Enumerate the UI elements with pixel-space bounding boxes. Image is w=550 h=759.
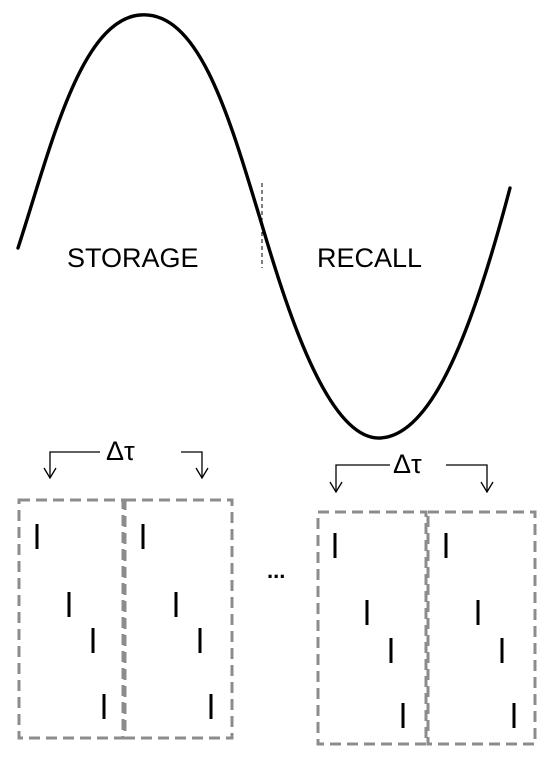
window-group-left (17, 498, 234, 740)
bracket-arrowhead-left (329, 481, 343, 494)
bracket-arrowhead-right (195, 467, 209, 480)
delta-tau-left: Δτ (106, 436, 135, 466)
bracket-line-left (335, 464, 390, 492)
time-window-box (17, 498, 125, 740)
oscillation-wave (16, 13, 512, 440)
ellipsis: ... (267, 558, 285, 583)
bracket-line-left (49, 451, 100, 478)
time-window-box (123, 498, 234, 740)
recall-label: RECALL (317, 243, 422, 273)
bracket-arrowhead-right (480, 481, 494, 494)
time-window-box (426, 510, 537, 746)
bracket-line-right (446, 464, 488, 492)
bracket-line-right (181, 451, 203, 478)
time-window-box (316, 510, 428, 746)
bracket-arrowhead-left (43, 467, 57, 480)
delta-bracket-right (329, 464, 494, 494)
storage-label: STORAGE (67, 243, 199, 273)
delta-bracket-left (43, 451, 209, 480)
window-group-right (316, 510, 537, 746)
delta-tau-right: Δτ (393, 449, 422, 479)
